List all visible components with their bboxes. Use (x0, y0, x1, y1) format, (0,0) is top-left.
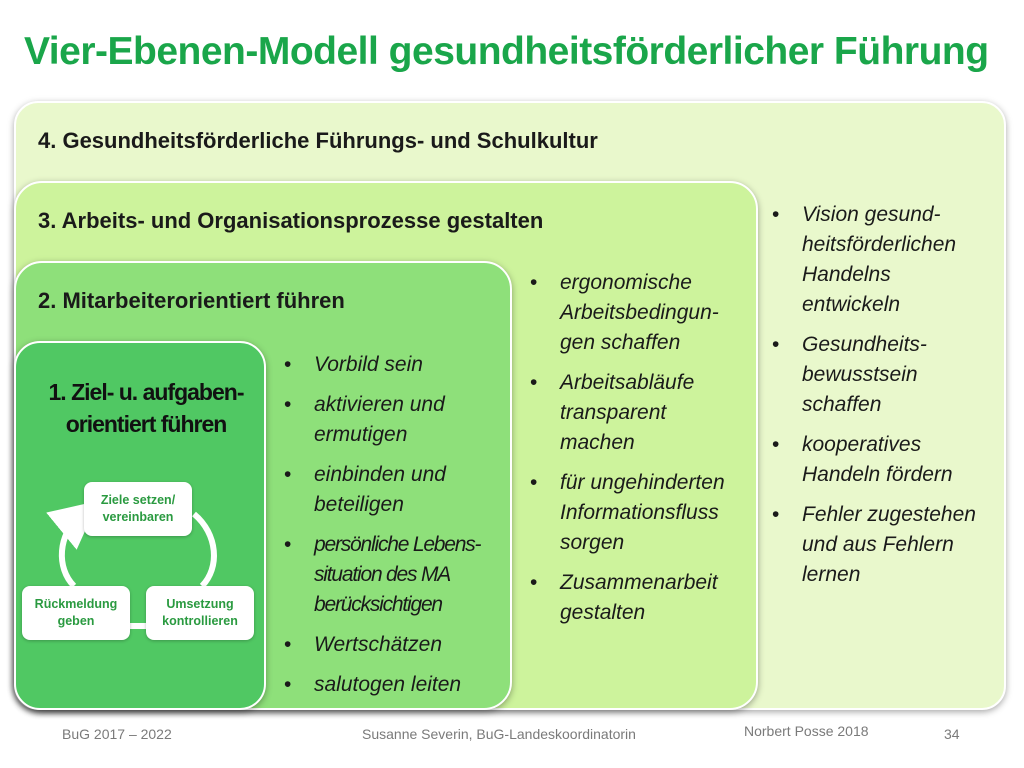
level-2-bullet: Vorbild sein (282, 350, 504, 380)
level-2-bullet: Wertschätzen (282, 630, 504, 660)
level-2-label: 2. Mitarbeiterorientiert führen (38, 288, 345, 313)
level-1-label: 1. Ziel- u. aufgaben- orientiert führen (28, 376, 264, 440)
level-1-label-line1: 1. Ziel- u. aufgaben- (48, 379, 245, 405)
slide-title: Vier-Ebenen-Modell gesundheitsförderlich… (24, 30, 989, 73)
footer-author: Norbert Posse 2018 (744, 723, 869, 739)
level-4-label: 4. Gesundheitsförderliche Führungs- und … (38, 128, 598, 153)
level-4-bullet-list: Vision gesund-heitsförderlichenHandelnse… (770, 200, 1000, 600)
cycle-node-set-goals: Ziele setzen/vereinbaren (84, 482, 192, 536)
footer-left: BuG 2017 – 2022 (62, 726, 172, 742)
arrow-left (46, 500, 99, 589)
level-1-label-line2: orientiert führen (65, 411, 228, 437)
level-2-bullet: salutogen leiten (282, 670, 504, 700)
level-2-bullet: persönliche Lebens-situation des MAberüc… (282, 530, 504, 620)
footer-center: Susanne Severin, BuG-Landeskoordinatorin (362, 726, 636, 742)
cycle-arrows (46, 500, 217, 629)
page-number: 34 (944, 726, 960, 742)
level-4-bullet: Vision gesund-heitsförderlichenHandelnse… (770, 200, 1000, 320)
level-3-label: 3. Arbeits- und Organisationsprozesse ge… (38, 208, 544, 233)
arrow-right (191, 511, 217, 589)
